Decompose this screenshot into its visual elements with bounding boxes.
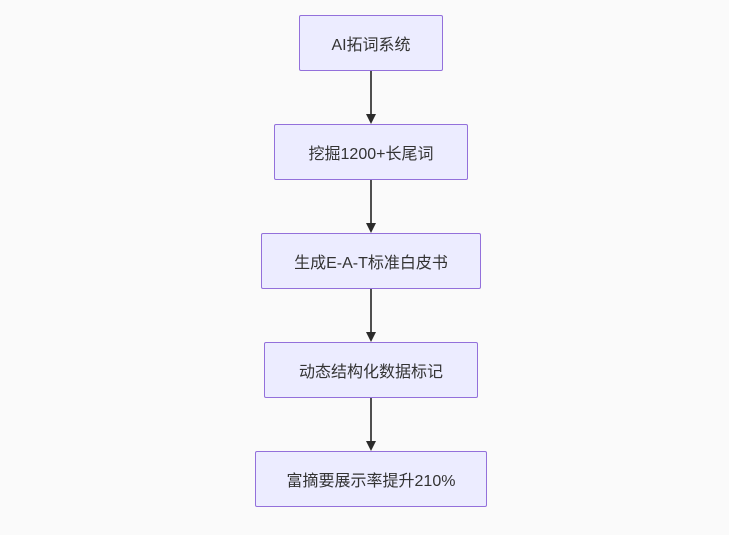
node-label: 生成E-A-T标准白皮书 bbox=[294, 255, 448, 272]
flow-node-structured-data: 动态结构化数据标记 bbox=[264, 342, 478, 398]
flow-arrow bbox=[366, 398, 376, 451]
arrow-down-icon bbox=[366, 441, 376, 451]
arrow-down-icon bbox=[366, 223, 376, 233]
flow-arrow bbox=[366, 289, 376, 342]
arrow-line bbox=[370, 289, 372, 332]
flow-node-longtail-keywords: 挖掘1200+长尾词 bbox=[274, 124, 468, 180]
node-label: 富摘要展示率提升210% bbox=[286, 473, 456, 490]
node-label: 动态结构化数据标记 bbox=[298, 364, 443, 381]
flow-arrow bbox=[366, 71, 376, 124]
arrow-line bbox=[370, 71, 372, 114]
arrow-down-icon bbox=[366, 332, 376, 342]
flow-node-rich-snippet-rate: 富摘要展示率提升210% bbox=[255, 451, 487, 507]
flow-node-eat-whitepaper: 生成E-A-T标准白皮书 bbox=[261, 233, 481, 289]
arrow-line bbox=[370, 398, 372, 441]
arrow-line bbox=[370, 180, 372, 223]
node-label: AI拓词系统 bbox=[331, 37, 411, 54]
arrow-down-icon bbox=[366, 114, 376, 124]
flow-node-ai-word-system: AI拓词系统 bbox=[299, 15, 443, 71]
flowchart: AI拓词系统 挖掘1200+长尾词 生成E-A-T标准白皮书 动态结构化数据标记 bbox=[255, 15, 487, 507]
node-label: 挖掘1200+长尾词 bbox=[308, 146, 434, 163]
flow-arrow bbox=[366, 180, 376, 233]
